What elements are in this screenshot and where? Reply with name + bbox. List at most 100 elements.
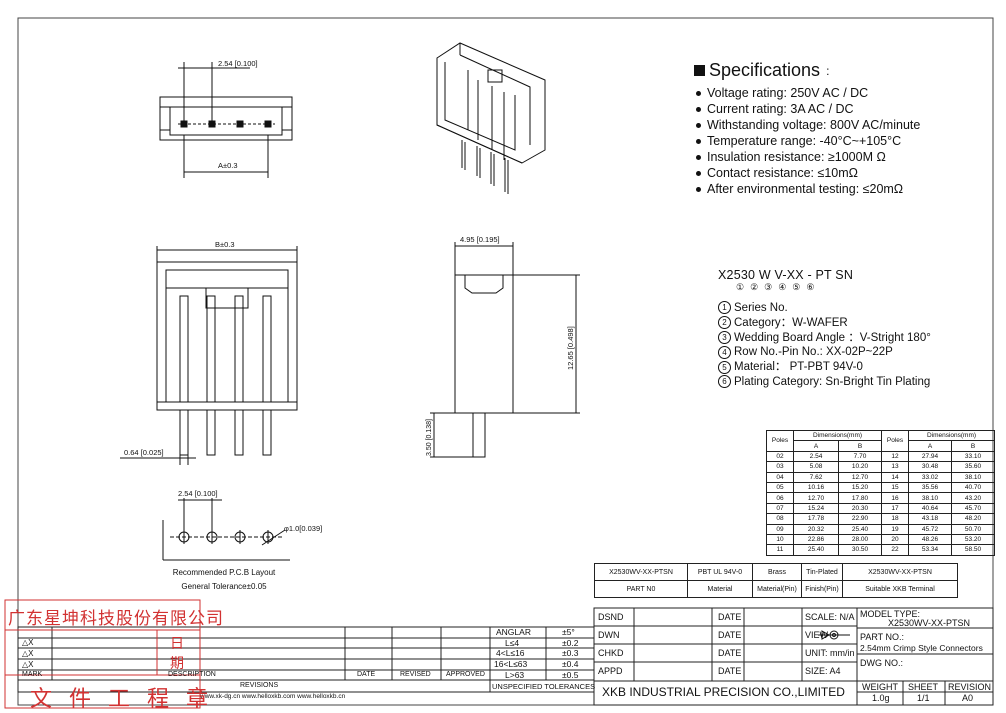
front-b-dim: B±0.3 [215, 240, 235, 249]
table-cell: 38.10 [951, 471, 995, 483]
tol-value: ±0.2 [562, 638, 579, 648]
date-label: DATE [718, 648, 742, 658]
table-cell: 22.90 [838, 513, 882, 525]
table-cell: 7.62 [793, 471, 839, 483]
rev-revised: REVISED [400, 671, 431, 678]
revision-label: REVISION [948, 682, 992, 692]
table-cell: 10.20 [838, 461, 882, 473]
code-item-text: Wedding Board Angle ：V-Stright 180° [734, 331, 931, 344]
terminal-cell: X2530WV-XX-PTSN [842, 563, 958, 581]
stamp-ri: 日 [170, 636, 184, 652]
table-cell: 08 [766, 513, 794, 525]
model-type-label: MODEL TYPE: [860, 609, 921, 619]
pin-material-cell: Brass [752, 563, 802, 581]
chkd-label: CHKD [598, 648, 624, 658]
table-cell: 05 [766, 481, 794, 494]
pcb-layout [162, 498, 290, 561]
table-cell: 53.34 [908, 544, 952, 556]
spec-title: Specifications : [694, 60, 994, 81]
table-cell: 15.24 [793, 502, 839, 515]
table-cell: 50.70 [951, 523, 995, 535]
table-cell: 43.18 [908, 513, 952, 525]
table-cell: 40.70 [951, 481, 995, 494]
pcb-pitch-dim: 2.54 [0.100] [178, 489, 218, 498]
spec-item: After environmental testing: ≤20mΩ [694, 181, 994, 197]
spec-title-text: Specifications [709, 60, 821, 80]
table-cell: 04 [766, 471, 794, 483]
top-a-dim: A±0.3 [218, 161, 238, 170]
rev-x1: △X [22, 638, 34, 647]
company-name: XKB INDUSTRIAL PRECISION CO.,LIMITED [602, 685, 845, 699]
part-no-value: 2.54mm Crimp Style Connectors [860, 643, 983, 653]
view-label: VIEW [805, 630, 829, 640]
table-cell: 58.50 [951, 544, 995, 556]
side-width-dim: 4.95 [0.195] [460, 235, 500, 244]
table-cell: 48.20 [951, 513, 995, 525]
circle-number-icon: 3 [718, 331, 731, 345]
table-cell: 53.20 [951, 533, 995, 546]
part-no-label: PART N0 [594, 580, 688, 598]
table-cell: 45.72 [908, 523, 952, 535]
tol-angular: ANGLAR [496, 627, 531, 637]
part-no-label: PART NO.: [860, 632, 905, 642]
front-view [120, 246, 298, 465]
dwg-no-label: DWG NO.: [860, 658, 903, 668]
table-cell: 43.20 [951, 492, 995, 504]
table-cell: 2.54 [793, 450, 839, 463]
header-poles: Poles [881, 430, 909, 452]
bullet-icon [696, 186, 701, 192]
table-cell: 15 [881, 481, 909, 494]
table-cell: 30.50 [838, 544, 882, 556]
table-cell: 12.70 [838, 471, 882, 483]
bullet-icon [696, 170, 701, 176]
tol-range: 4<L≤16 [496, 648, 525, 658]
rev-approved: APPROVED [446, 671, 485, 678]
spec-item: Voltage rating: 250V AC / DC [694, 85, 994, 101]
table-cell: 17.80 [838, 492, 882, 504]
circle-number-icon: 4 [718, 345, 731, 359]
pin-material-label: Material(Pin) [752, 580, 802, 598]
dwn-label: DWN [598, 630, 620, 640]
table-cell: 30.48 [908, 461, 952, 473]
date-label: DATE [718, 612, 742, 622]
size-label: SIZE: A4 [805, 666, 841, 676]
table-cell: 40.64 [908, 502, 952, 515]
tol-value: ±0.5 [562, 670, 579, 680]
table-cell: 17.78 [793, 513, 839, 525]
top-view [159, 62, 293, 178]
dimension-table: Poles Dimensions(mm) Poles Dimensions(mm… [766, 429, 995, 556]
spec-list: Voltage rating: 250V AC / DC Current rat… [694, 85, 994, 197]
material-table: X2530WV-XX-PTSN PBT UL 94V-0 Brass Tin-P… [594, 563, 958, 598]
tol-angular-value: ±5° [562, 627, 575, 637]
table-cell: 20 [881, 533, 909, 546]
table-cell: 09 [766, 523, 794, 535]
revision-value: A0 [962, 693, 974, 703]
bullet-icon [696, 138, 701, 144]
header-a: A [793, 440, 839, 452]
header-dims: Dimensions(mm) [908, 429, 995, 442]
material-cell: PBT UL 94V-0 [687, 563, 753, 581]
tol-value: ±0.3 [562, 648, 579, 658]
date-label: DATE [718, 630, 742, 640]
revisions-label: REVISIONS [240, 682, 279, 689]
spec-item-text: Voltage rating: 250V AC / DC [707, 86, 869, 100]
table-cell: 10.16 [793, 481, 839, 494]
table-cell: 16 [881, 492, 909, 504]
stamp [4, 599, 201, 709]
table-cell: 48.26 [908, 533, 952, 546]
side-height-dim: 12.65 [0.498] [566, 326, 575, 370]
rev-mark: MARK [22, 671, 43, 678]
bullet-icon [696, 122, 701, 128]
table-cell: 28.00 [838, 533, 882, 546]
